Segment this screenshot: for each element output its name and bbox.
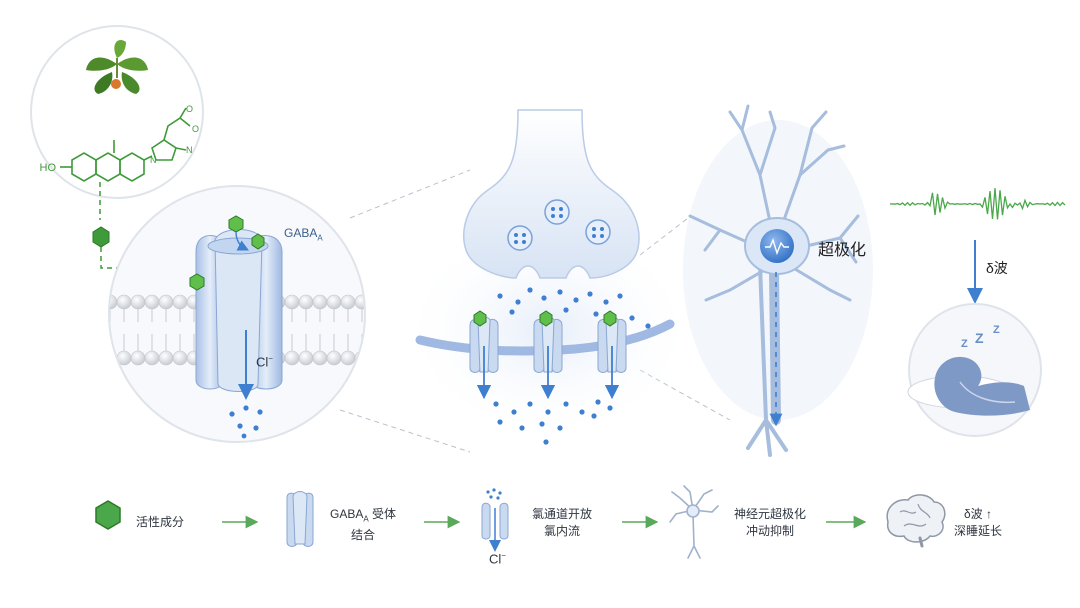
sleep-z-small: Z: [961, 338, 968, 350]
flow-channel-icon: [481, 488, 509, 552]
synaptic-vesicles: [507, 199, 611, 251]
gaba-a-receptor: [195, 229, 283, 392]
flow-brain-icon: [886, 494, 946, 548]
active-compound-hexagon-icon: [92, 226, 110, 248]
svg-text:HO: HO: [40, 162, 57, 174]
svg-text:O: O: [192, 124, 199, 134]
compound-icon-2: [251, 233, 265, 250]
bound-compound-icon: [189, 273, 205, 291]
flow-receptor-icon: [286, 491, 314, 547]
flow-step-5-label: δ波 ↑ 深睡延长: [954, 507, 1003, 538]
flow-compound-hexagon-icon: [95, 500, 121, 530]
molecule-structure-icon: [60, 107, 191, 182]
eeg-wave: [889, 188, 1066, 220]
flow-step-2-label: GABAA 受体 结合: [330, 507, 397, 543]
flow-chloride-label: Cl−: [489, 551, 506, 567]
sleep-circle: [907, 303, 1042, 437]
flow-step-1-label: 活性成分: [136, 515, 185, 529]
sleep-z-large: Z: [993, 324, 1000, 336]
chloride-label: Cl−: [256, 354, 273, 370]
svg-text:N: N: [186, 145, 193, 155]
plant-icon: [86, 39, 148, 94]
plant-molecule-panel: HO N O O N: [30, 25, 204, 274]
delta-wave-label: δ波: [986, 260, 1008, 276]
flow-step-4-label: 神经元超极化 冲动抑制: [734, 507, 807, 538]
hyperpolarization-label: 超极化: [818, 242, 867, 259]
chloride-ions-left: [229, 405, 263, 439]
flow-step-3-label: 氯通道开放 氯内流: [532, 507, 593, 538]
gaba-a-label: GABAA: [284, 226, 323, 243]
presynaptic-terminal: [463, 109, 640, 279]
postsynaptic-receptors: [469, 310, 627, 400]
synapse-panel: [398, 109, 698, 445]
svg-text:O: O: [186, 104, 193, 114]
receptor-zoom-circle: [108, 185, 366, 443]
svg-text:N: N: [150, 155, 157, 165]
sleep-z-medium: Z: [975, 330, 984, 346]
flow-neuron-icon: [669, 485, 719, 559]
neuron-panel: [683, 104, 873, 457]
released-gaba-dots: [493, 287, 651, 445]
flow-strip: [95, 485, 946, 559]
compound-icon-1: [228, 215, 244, 233]
neuron-nucleus: [760, 229, 794, 263]
sleeping-person-icon: [934, 356, 1030, 416]
